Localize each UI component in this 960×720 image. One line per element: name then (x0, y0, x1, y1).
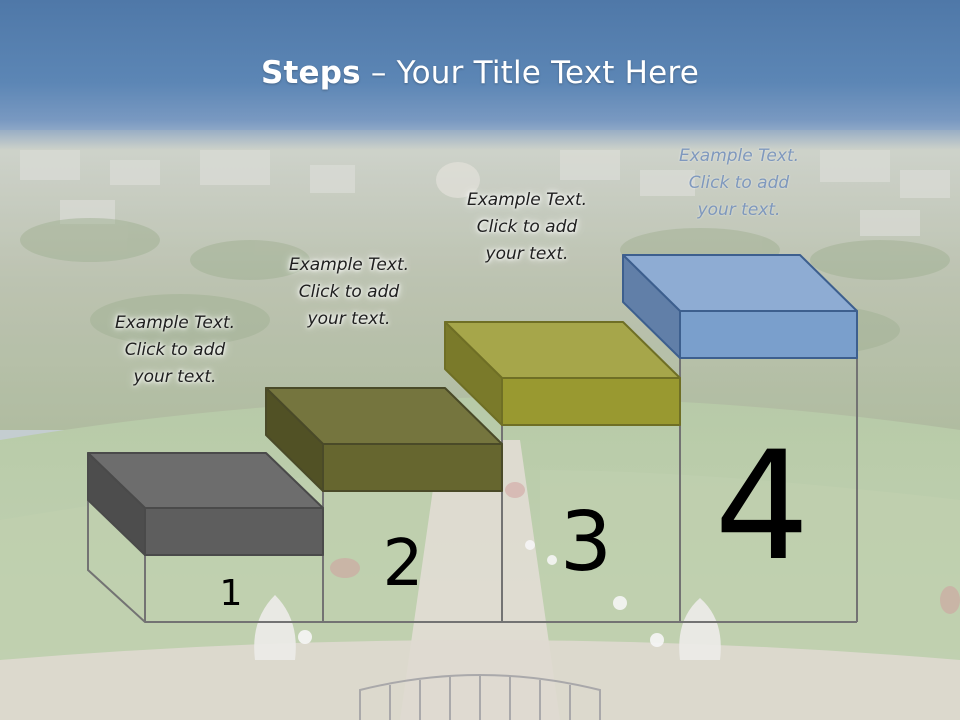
step-2-text[interactable]: Example Text. Click to add your text. (249, 252, 449, 333)
step-1-text[interactable]: Example Text. Click to add your text. (75, 310, 275, 391)
step-2-block[interactable] (265, 387, 503, 492)
step-1-number: 1 (220, 573, 243, 614)
step-4-text-line3: your text. (697, 200, 781, 220)
step-4-number: 4 (714, 420, 809, 594)
step-2-text-line3: your text. (307, 309, 391, 329)
step-2-text-line2: Click to add (298, 282, 400, 302)
title-band (0, 0, 960, 150)
step-2-text-line1: Example Text. (288, 255, 410, 275)
step-4-text-line1: Example Text. (678, 146, 800, 166)
step-3-text-line2: Click to add (476, 217, 578, 237)
step-3-block[interactable] (444, 321, 681, 426)
step-3-number: 3 (560, 495, 612, 590)
step-2-number: 2 (383, 527, 424, 601)
step-3-text-line3: your text. (485, 244, 569, 264)
step-4-block[interactable] (622, 254, 858, 359)
step-1-block[interactable] (87, 452, 324, 556)
step-3-text-line1: Example Text. (466, 190, 588, 210)
step-1-text-line2: Click to add (124, 340, 226, 360)
title-rest: – Your Title Text Here (360, 55, 699, 91)
step-3-text[interactable]: Example Text. Click to add your text. (427, 187, 627, 268)
title-bold: Steps (260, 55, 361, 91)
slide-title[interactable]: Steps – Your Title Text Here (0, 55, 960, 91)
step-1-text-line1: Example Text. (114, 313, 236, 333)
step-1-text-line3: your text. (133, 367, 217, 387)
step-4-text[interactable]: Example Text. Click to add your text. (639, 143, 839, 224)
step-4-text-line2: Click to add (688, 173, 790, 193)
